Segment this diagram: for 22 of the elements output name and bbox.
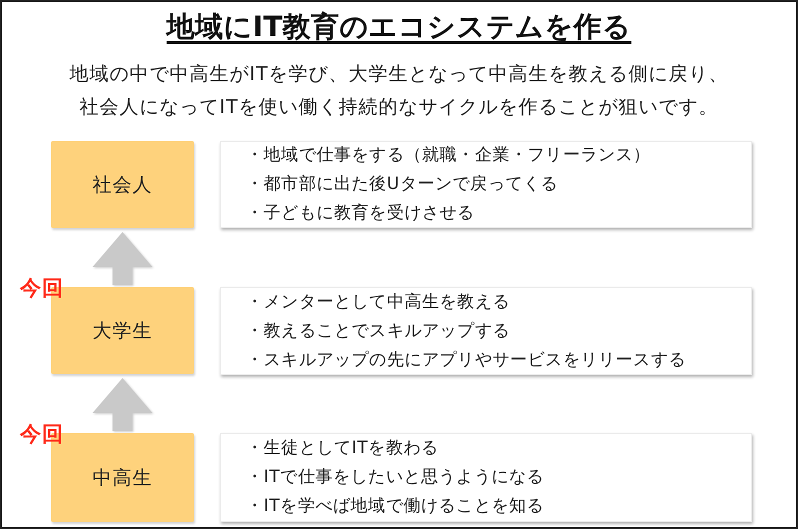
block-arrow xyxy=(92,378,152,431)
description-card xyxy=(220,433,752,522)
subtitle: 地域の中で中高生がITを学び、大学生となって中高生を教える側に戻り、社会人になってITを使い働く持続的なサイクルを作ることが狙いです。 xyxy=(68,62,730,120)
bullet-item: ・教えることでスキルアップする xyxy=(246,320,510,342)
bullet-item: ・スキルアップの先にアプリやサービスをリリースする xyxy=(246,348,686,372)
bullet-item: ・子どもに教育を受けさせる xyxy=(246,202,475,225)
bullet-item: ・メンターとして中高生を教える xyxy=(246,290,510,314)
bullet-item: ・ITで仕事をしたいと思うようになる xyxy=(246,466,544,489)
description-card xyxy=(220,287,752,375)
block-arrow xyxy=(92,232,152,285)
bullet-item: ・生徒としてITを教わる xyxy=(246,437,439,460)
annotation-label: 今回 xyxy=(20,276,64,300)
stage-label: 社会人 xyxy=(92,172,152,196)
bullet-item: ・ITを学べば地域で働けることを知る xyxy=(246,495,544,518)
title: 地域にIT教育のエコシステムを作る xyxy=(166,9,632,45)
bullet-item: ・地域で仕事をする（就職・企業・フリーランス） xyxy=(246,144,651,167)
description-card xyxy=(220,141,752,228)
stage-box xyxy=(51,141,194,228)
bullet-item: ・都市部に出た後Uターンで戻ってくる xyxy=(246,173,558,196)
stage-label: 大学生 xyxy=(92,318,152,342)
annotation-label: 今回 xyxy=(20,422,64,446)
stage-label: 中高生 xyxy=(92,466,152,490)
